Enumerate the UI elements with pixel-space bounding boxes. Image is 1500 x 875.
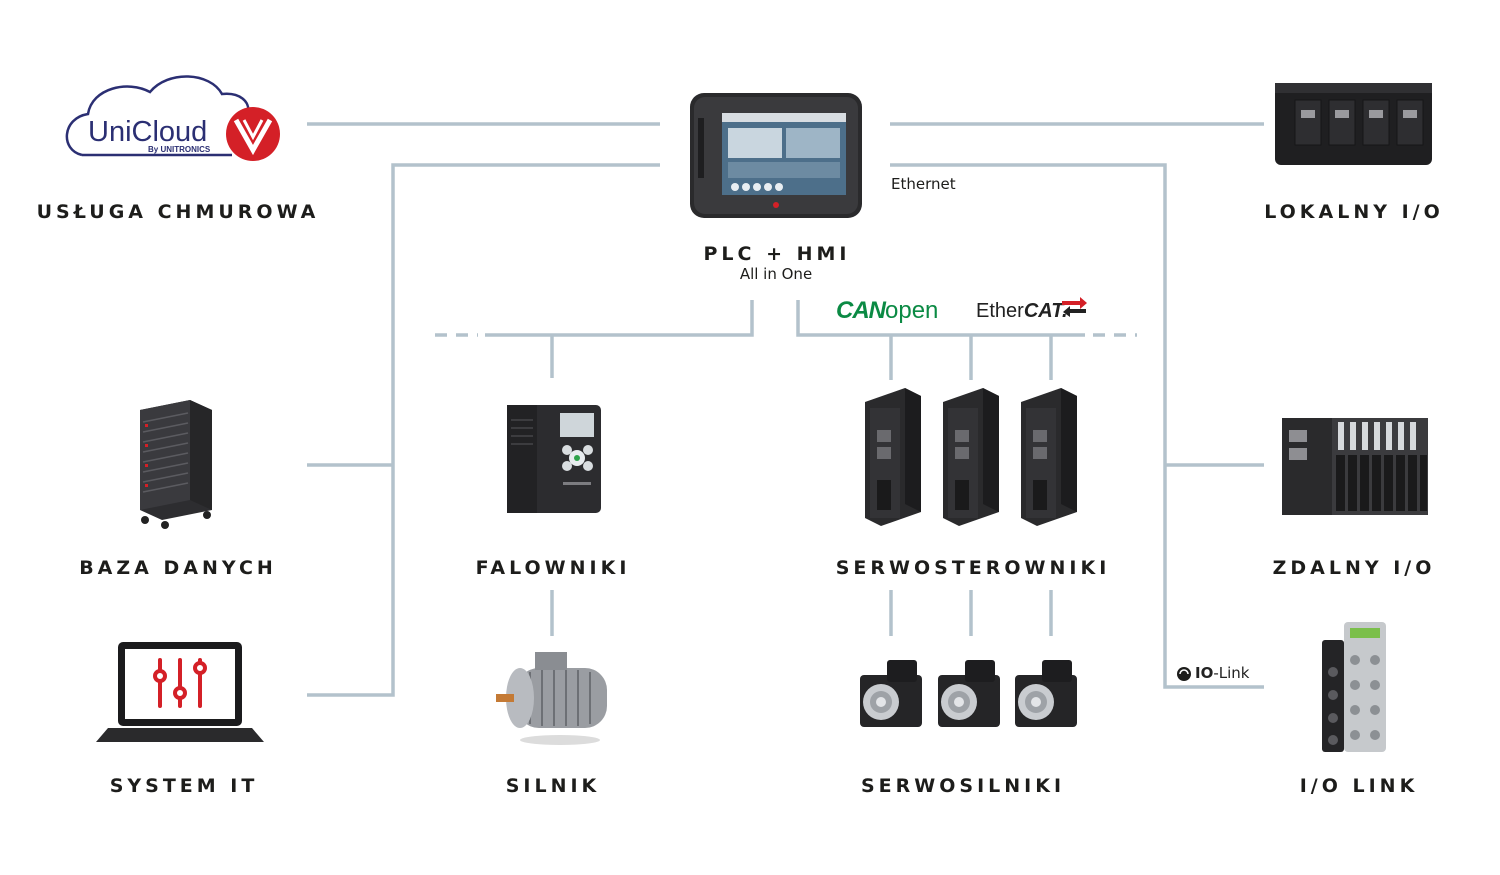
iolink-protocol-suffix: -Link — [1213, 664, 1250, 682]
database-label: BAZA DANYCH — [79, 557, 277, 579]
iolink-protocol-prefix: IO — [1195, 664, 1214, 682]
local-io-device — [1275, 83, 1432, 165]
unicloud-logo-by: By UNITRONICS — [148, 145, 211, 154]
servo-motor-1 — [860, 660, 922, 727]
motor-device — [496, 652, 607, 745]
ethercat-logo: EtherCAT. — [976, 300, 1068, 323]
line-plc-inverter-bus — [485, 300, 754, 337]
io-link-label: I/O LINK — [1299, 775, 1419, 797]
it-system-laptop-icon — [96, 642, 264, 742]
io-link-device — [1322, 622, 1386, 752]
servo-drive-1 — [865, 388, 921, 526]
canopen-logo: CANopen — [836, 297, 938, 325]
servo-drive-devices — [865, 388, 1077, 526]
servo-drives-label: SERWOSTEROWNIKI — [835, 557, 1111, 579]
remote-io-device — [1282, 418, 1428, 515]
it-system-label: SYSTEM IT — [109, 775, 259, 797]
iolink-protocol-label: IO-Link — [1195, 664, 1249, 682]
ethercat-logo-ether: Ether — [976, 300, 1024, 322]
iolink-logo-icon — [1177, 667, 1191, 681]
unicloud-logo-text: UniCloud — [88, 116, 208, 148]
motor-label: SILNIK — [505, 775, 601, 797]
plc-hmi-device — [690, 93, 862, 218]
cloud-service-label: USŁUGA CHMUROWA — [36, 201, 320, 223]
database-server-icon — [140, 400, 212, 529]
servo-drive-3 — [1021, 388, 1077, 526]
ethernet-label: Ethernet — [891, 175, 956, 193]
unicloud-logo — [65, 75, 280, 161]
connection-lines — [307, 122, 1264, 697]
plc-hmi-subtitle: All in One — [739, 265, 813, 283]
servo-drive-2 — [943, 388, 999, 526]
servo-motor-devices — [860, 660, 1077, 727]
remote-io-label: ZDALNY I/O — [1272, 557, 1436, 579]
local-io-label: LOKALNY I/O — [1264, 201, 1444, 223]
ethercat-logo-cat: CAT. — [1023, 300, 1068, 322]
canopen-logo-open: open — [885, 297, 939, 324]
line-plc-servo-bus — [796, 300, 1085, 337]
canopen-logo-can: CAN — [836, 297, 886, 324]
line-ethernet-right-bus — [890, 163, 1264, 689]
servo-motor-3 — [1015, 660, 1077, 727]
inverter-device — [507, 405, 601, 513]
servo-motor-2 — [938, 660, 1000, 727]
ethercat-arrows-icon — [1062, 297, 1087, 317]
inverters-label: FALOWNIKI — [475, 557, 631, 579]
plc-hmi-title: PLC + HMI — [703, 243, 851, 265]
line-plc-left-bus — [307, 163, 660, 697]
servo-motors-label: SERWOSILNIKI — [860, 775, 1066, 797]
